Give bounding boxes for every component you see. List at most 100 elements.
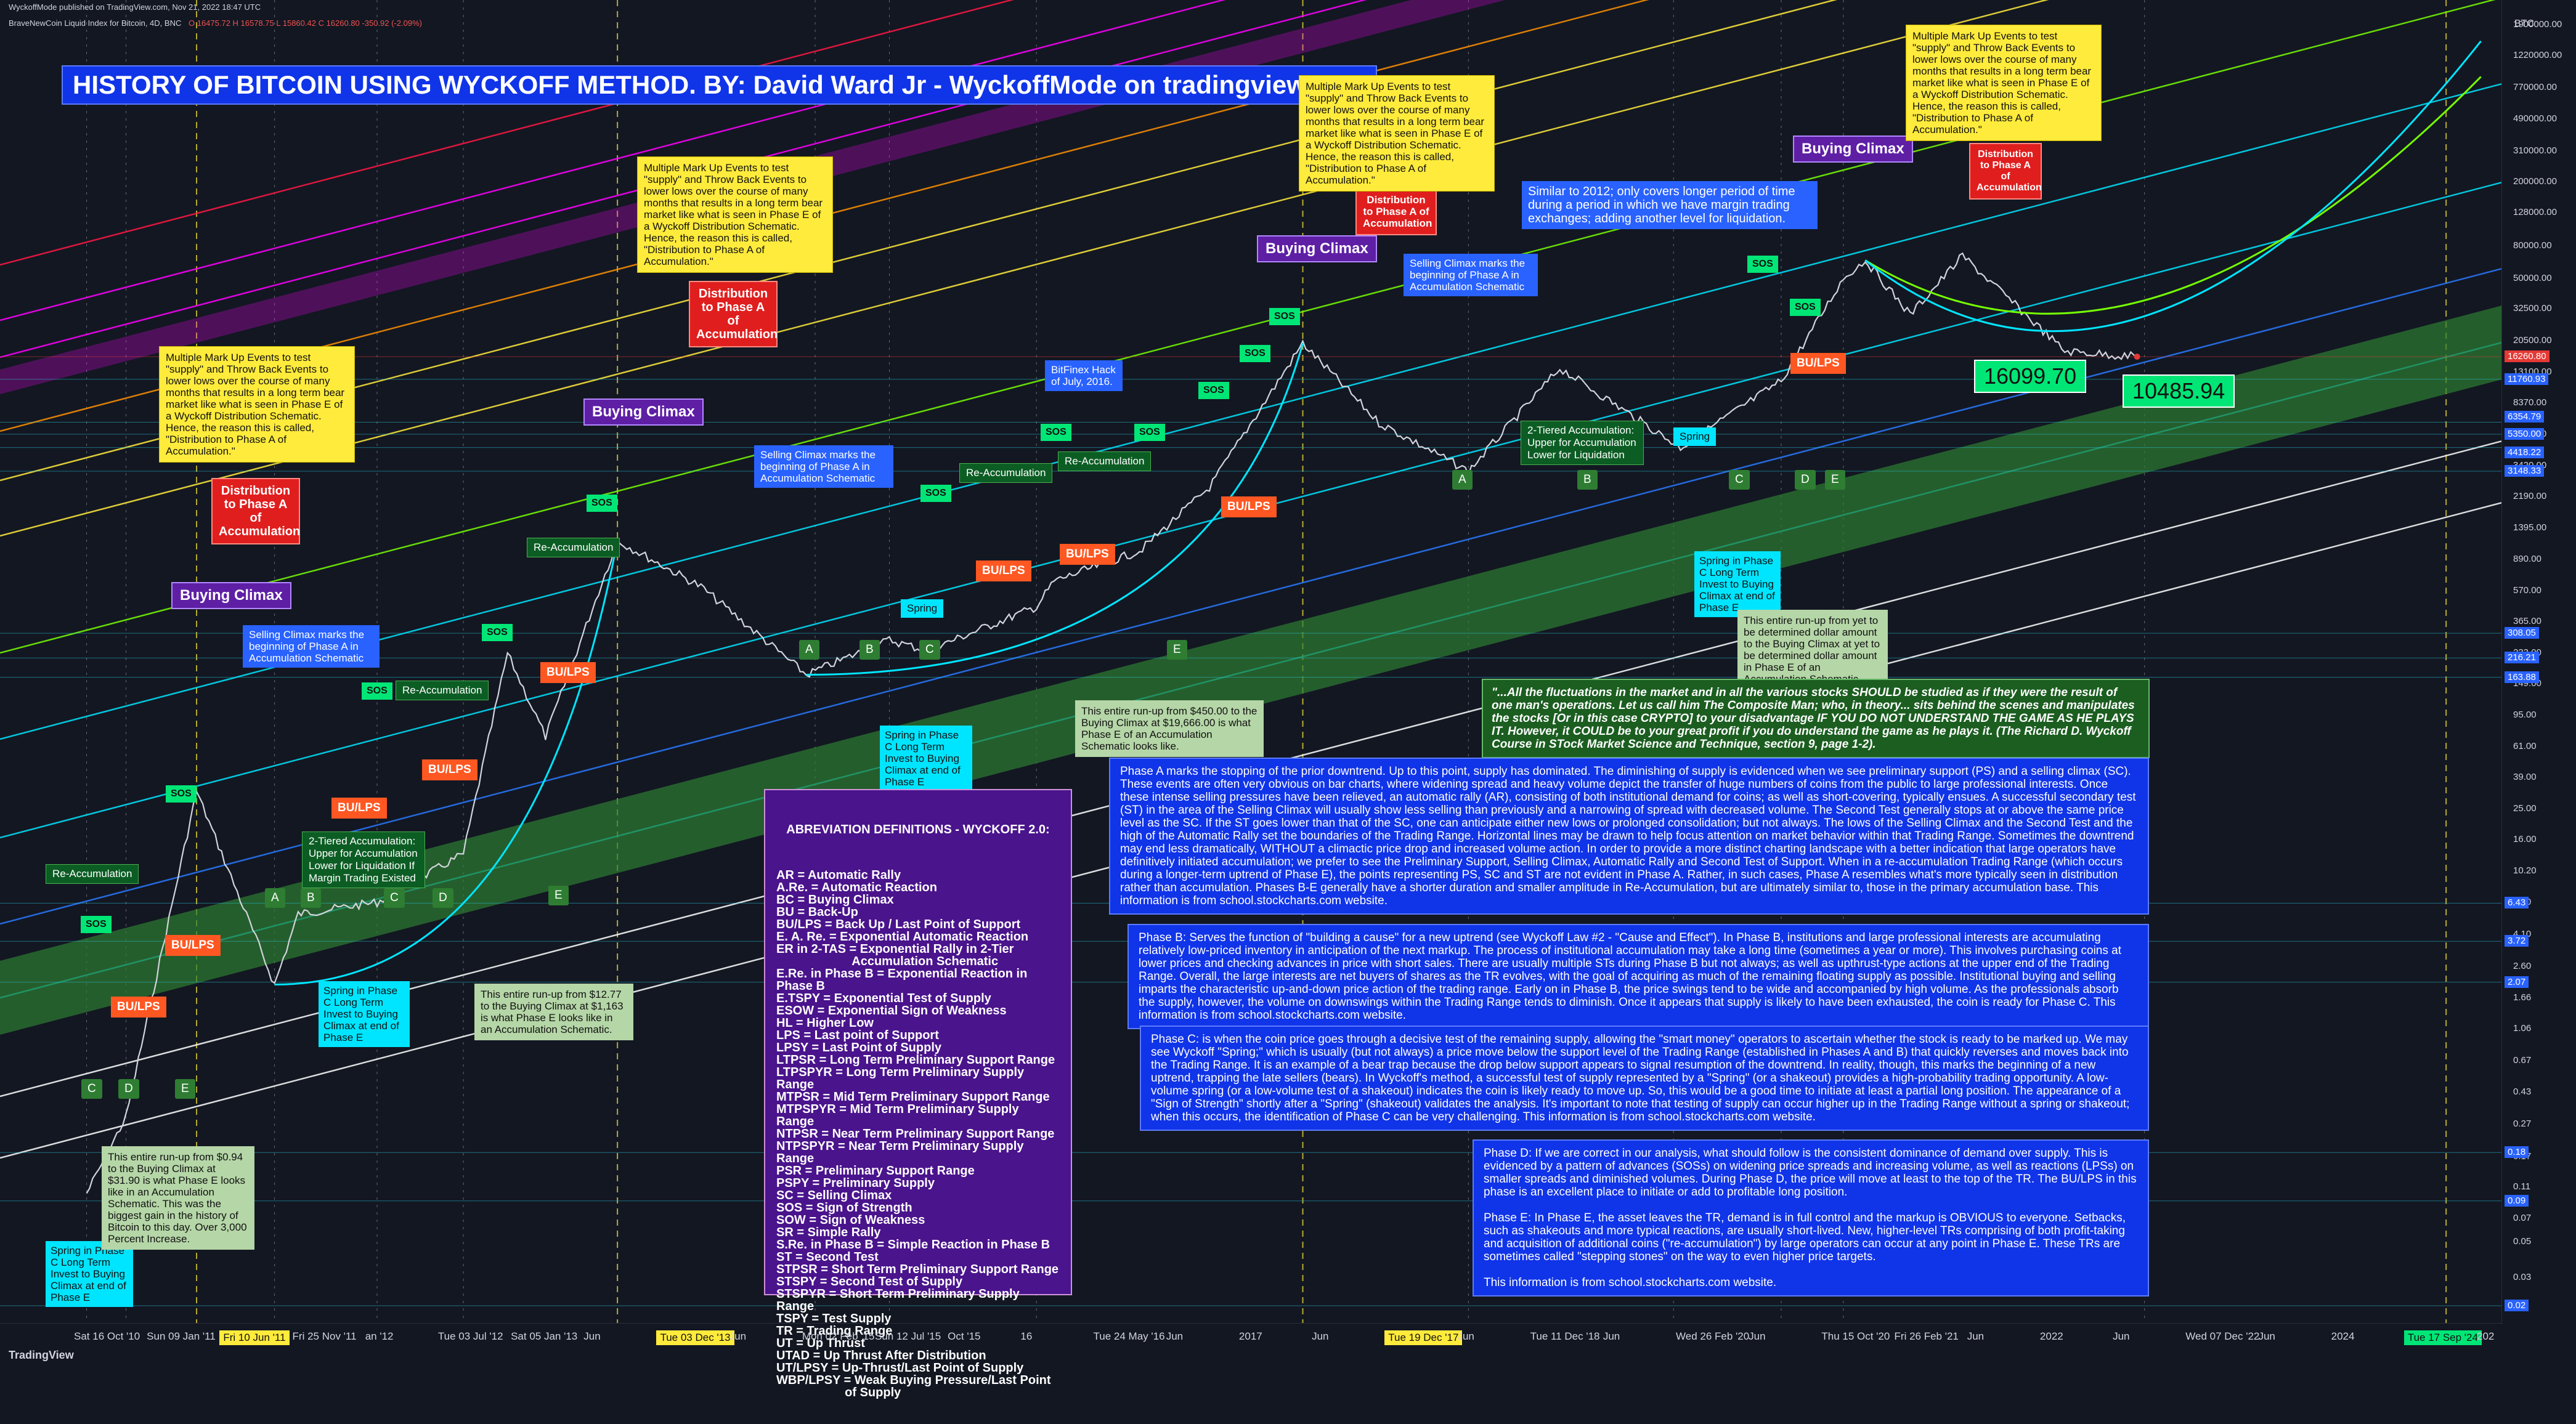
x-tick-label: Mon 02 Feb '15 — [802, 1330, 875, 1342]
y-tick-label: 770000.00 — [2513, 82, 2557, 93]
phase-de-description: Phase D: If we are correct in our analys… — [1473, 1139, 2149, 1297]
bu-lps-tag: BU/LPS — [1060, 544, 1115, 565]
bu-lps-tag: BU/LPS — [540, 662, 596, 683]
abbreviation-legend: ABREVIATION DEFINITIONS - WYCKOFF 2.0: A… — [764, 789, 1072, 1399]
buying-climax-2017: Buying Climax — [1257, 235, 1377, 262]
spring-phase-c-2020: Spring in Phase C Long Term Invest to Bu… — [1694, 551, 1781, 617]
y-tick-label: 1.66 — [2513, 992, 2532, 1003]
x-tick-label: Tue 03 Dec '13 — [656, 1330, 734, 1345]
y-tick-label: 0.03 — [2513, 1272, 2532, 1283]
y-price-box: 3148.33 — [2505, 464, 2545, 477]
phase-c-marker: C — [81, 1079, 102, 1099]
y-tick-label: 1900000.00 — [2513, 19, 2562, 30]
spring-tag-2020: Spring — [1673, 427, 1717, 446]
markup-note-2011: Multiple Mark Up Events to test "supply"… — [159, 346, 355, 463]
markup-note-2021: Multiple Mark Up Events to test "supply"… — [1906, 25, 2102, 141]
price-label-16099: 16099.70 — [1974, 360, 2087, 393]
x-tick-label: Sat 16 Oct '10 — [74, 1330, 140, 1342]
y-tick-label: 32500.00 — [2513, 302, 2552, 314]
y-tick-label: 570.00 — [2513, 585, 2541, 596]
x-tick-label: Fri 10 Jun '11 — [219, 1330, 290, 1345]
sos-tag: SOS — [81, 916, 112, 933]
selling-climax-2011: Selling Climax marks the beginning of Ph… — [243, 625, 380, 668]
phase-c-marker: C — [919, 640, 940, 660]
distribution-2021: Distribution to Phase A of Accumulation — [1969, 143, 2042, 200]
x-tick-label: 202 — [2477, 1330, 2495, 1342]
phase-c-description: Phase C: is when the coin price goes thr… — [1140, 1026, 2149, 1131]
phase-c-marker: C — [384, 888, 405, 908]
similar-2012-note: Similar to 2012; only covers longer peri… — [1522, 181, 1818, 229]
y-tick-label: 1220000.00 — [2513, 50, 2562, 61]
phase-e-marker: E — [175, 1079, 195, 1099]
legend-items: AR = Automatic Rally A.Re. = Automatic R… — [776, 868, 1059, 1399]
y-tick-label: 0.27 — [2513, 1119, 2532, 1130]
x-tick-label: Wed 26 Feb '20 — [1676, 1330, 1750, 1342]
x-tick-label: Jun — [2258, 1330, 2275, 1342]
ohlc-values: O 16475.72 H 16578.75 L 15860.42 C 16260… — [188, 18, 422, 28]
regression-band-line — [0, 0, 1367, 358]
sos-tag: SOS — [1240, 345, 1270, 362]
y-tick-label: 0.11 — [2513, 1181, 2531, 1192]
x-tick-label: Jun — [1166, 1330, 1184, 1342]
projection-curve — [1864, 76, 2482, 315]
phase-b-marker: B — [1577, 470, 1598, 490]
y-price-box: 6.43 — [2505, 897, 2529, 909]
y-tick-label: 10.20 — [2513, 865, 2537, 876]
x-tick-label: 2017 — [1238, 1330, 1262, 1342]
distribution-2011: Distribution to Phase A of Accumulation — [211, 478, 300, 544]
phase-a-marker: A — [799, 640, 819, 660]
tradingview-logo[interactable]: TradingView — [9, 1349, 74, 1361]
y-price-box: 4418.22 — [2505, 446, 2545, 458]
y-tick-label: 890.00 — [2513, 554, 2541, 565]
y-tick-label: 200000.00 — [2513, 176, 2557, 187]
bu-lps-tag: BU/LPS — [165, 935, 221, 956]
publisher-line: WyckoffMode published on TradingView.com… — [9, 2, 261, 12]
y-price-box: 11760.93 — [2505, 373, 2549, 385]
sos-tag: SOS — [1747, 256, 1778, 273]
y-tick-label: 50000.00 — [2513, 272, 2552, 283]
x-tick-label: 2022 — [2039, 1330, 2063, 1342]
distribution-2017: Distribution to Phase A of Accumulation — [1355, 188, 1437, 235]
x-axis[interactable] — [0, 1323, 2501, 1348]
x-tick-label: Jun — [1749, 1330, 1766, 1342]
x-tick-label: Thu 15 Oct '20 — [1821, 1330, 1890, 1342]
y-price-box: 6354.79 — [2505, 411, 2545, 423]
x-tick-label: Tue 24 May '16 — [1093, 1330, 1165, 1342]
phase-b-description: Phase B: Serves the function of "buildin… — [1128, 924, 2149, 1029]
x-tick-label: Jun — [1603, 1330, 1620, 1342]
support-band — [0, 305, 2501, 1035]
sos-tag: SOS — [1134, 424, 1165, 441]
price-label-10485: 10485.94 — [2123, 374, 2235, 408]
symbol-name: BraveNewCoin Liquid Index for Bitcoin, 4… — [9, 18, 182, 28]
x-tick-label: Wed 07 Dec '22 — [2185, 1330, 2260, 1342]
phase-d-marker: D — [433, 888, 453, 908]
y-price-box: 0.09 — [2505, 1194, 2529, 1207]
y-tick-label: 490000.00 — [2513, 113, 2557, 124]
re-accumulation-2012: Re-Accumulation — [396, 681, 489, 700]
y-price-box: 3.72 — [2505, 935, 2529, 947]
x-tick-label: 2024 — [2331, 1330, 2355, 1342]
phase-c-marker: C — [1729, 470, 1750, 490]
runup-note-2013: This entire run-up from $12.77 to the Bu… — [474, 984, 633, 1040]
x-tick-label: Fri 25 Nov '11 — [292, 1330, 357, 1342]
sos-tag: SOS — [920, 485, 951, 502]
re-accumulation-2016b: Re-Accumulation — [1058, 451, 1152, 471]
y-price-box: 2.07 — [2505, 976, 2529, 988]
y-price-box: 163.88 — [2505, 671, 2539, 683]
regression-band-line — [0, 0, 1015, 266]
runup-note-2011: This entire run-up from $0.94 to the Buy… — [102, 1146, 254, 1250]
x-tick-label: Tue 17 Sep '24 — [2403, 1330, 2482, 1345]
parabolic-curve — [274, 540, 619, 986]
x-tick-label: Fri 26 Feb '21 — [1894, 1330, 1959, 1342]
sos-tag: SOS — [166, 785, 197, 803]
buying-climax-2013: Buying Climax — [583, 398, 704, 426]
last-price-dot — [2134, 354, 2140, 360]
phase-d-marker: D — [118, 1079, 139, 1099]
re-accumulation-2010: Re-Accumulation — [46, 864, 139, 884]
phase-e-marker: E — [1825, 470, 1845, 490]
y-tick-label: 25.00 — [2513, 803, 2537, 814]
y-price-box: 216.21 — [2505, 652, 2539, 664]
bu-lps-tag: BU/LPS — [111, 997, 166, 1017]
